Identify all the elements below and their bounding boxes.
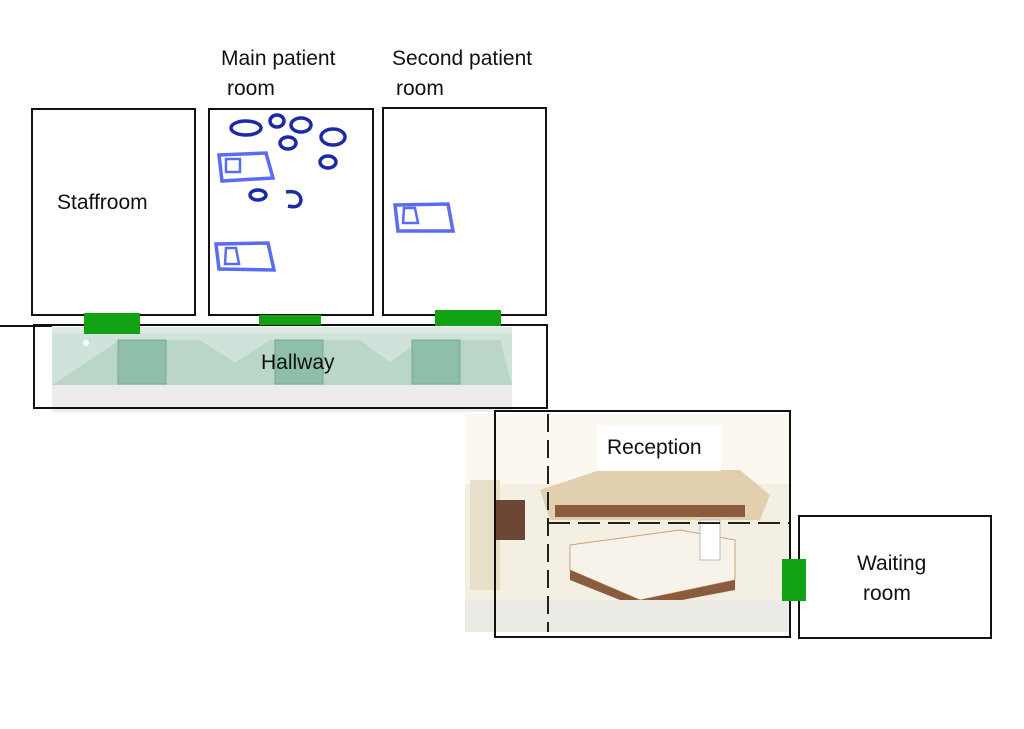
waiting-room-door [782, 559, 806, 601]
chair-icon [248, 188, 268, 202]
pillow-icon [224, 157, 242, 174]
beds-group [214, 151, 456, 272]
waiting-room-label-line2: room [863, 582, 911, 605]
reception-label-box [597, 425, 721, 471]
bed-icon [393, 202, 456, 233]
main-patient-room-label-line1: Main patient [221, 47, 336, 70]
hallway-photo [52, 327, 512, 412]
staffroom-label: Staffroom [57, 191, 148, 214]
main-patient-room [208, 108, 374, 316]
second-patient-room [382, 107, 547, 316]
pillow-icon [401, 206, 420, 225]
chair-icon [278, 135, 298, 151]
chair-icon [318, 154, 338, 170]
second-patient-room-label-line1: Second patient [392, 47, 533, 70]
chair-icon [268, 113, 286, 129]
chair-icon [289, 116, 313, 134]
second-patient-room-label-line2: room [396, 77, 444, 100]
chairs-group [229, 113, 347, 209]
chair-icon [285, 189, 303, 209]
staffroom-door [84, 313, 140, 334]
pillow-icon [223, 246, 241, 266]
main-patient-room-door [259, 315, 321, 325]
hallway-label: Hallway [261, 351, 335, 374]
chair-icon [319, 127, 347, 147]
reception-room [494, 410, 791, 638]
chair-icon [229, 119, 263, 137]
main-patient-room-label-line2: room [227, 77, 275, 100]
bed-icon [217, 151, 276, 183]
reception-label: Reception [607, 436, 702, 459]
second-patient-room-door [435, 310, 501, 326]
bed-icon [214, 241, 277, 272]
hallway-room [33, 324, 548, 409]
waiting-room-label-line1: Waiting [857, 552, 927, 575]
